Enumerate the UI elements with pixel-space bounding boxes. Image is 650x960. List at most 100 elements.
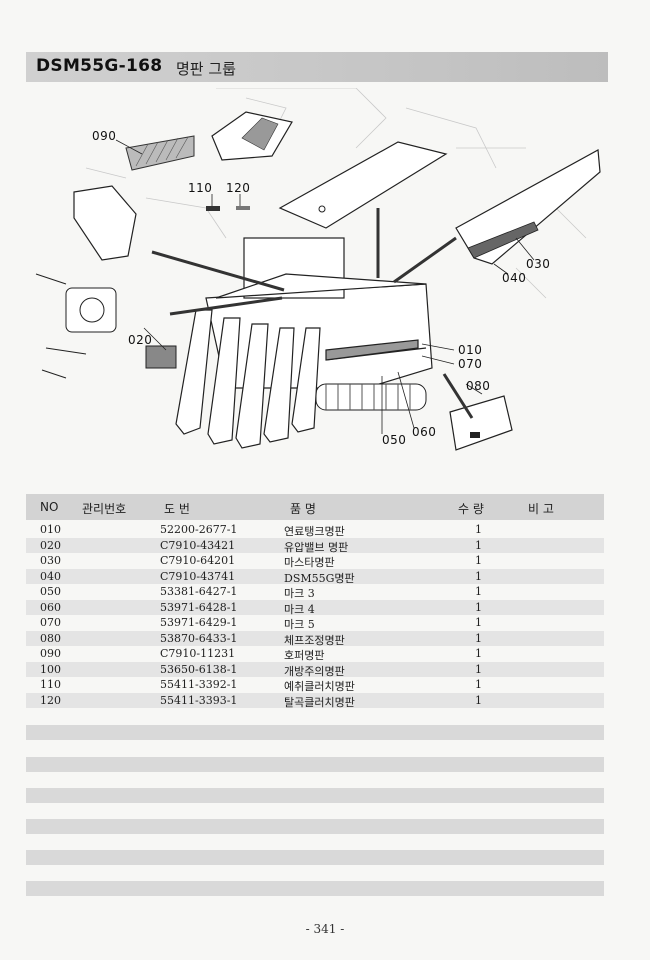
row-part-no: 52200-2677-1 <box>160 523 238 536</box>
table-row: 060 53971-6428-1 마크 4 1 <box>26 599 604 616</box>
table-row: 080 53870-6433-1 체프조정명판 1 <box>26 630 604 647</box>
row-qty: 1 <box>475 647 482 660</box>
table-row: 100 53650-6138-1 개방주의명판 1 <box>26 661 604 678</box>
title-bar: DSM55G-168 명판 그룹 <box>26 52 608 82</box>
table-row: 050 53381-6427-1 마크 3 1 <box>26 584 604 600</box>
callout-110: 110 <box>188 181 212 195</box>
row-no: 080 <box>40 631 61 645</box>
plate-110 <box>206 206 220 211</box>
row-qty: 1 <box>475 585 482 598</box>
empty-row-band <box>26 788 604 803</box>
row-qty: 1 <box>475 662 482 676</box>
callout-090: 090 <box>92 129 116 143</box>
hopper-plate-hatch <box>135 136 189 167</box>
chaff-plate <box>449 395 513 451</box>
row-qty: 1 <box>475 678 482 691</box>
table-row: 110 55411-3392-1 예취클러치명판 1 <box>26 677 604 693</box>
row-no: 020 <box>40 538 61 552</box>
row-part-name: 마크 4 <box>284 602 315 616</box>
master-plate <box>467 221 539 259</box>
table-row: 070 53971-6429-1 마크 5 1 <box>26 615 604 631</box>
header-no: NO <box>40 500 59 514</box>
combine-body <box>205 237 433 389</box>
side-cover <box>73 185 137 261</box>
row-part-no: C7910-64201 <box>160 554 236 567</box>
callout-040: 040 <box>502 271 526 285</box>
page-number: - 341 - <box>305 922 345 936</box>
callout-060: 060 <box>412 425 436 439</box>
row-part-no: 53870-6433-1 <box>160 631 238 645</box>
leader-lines <box>115 139 535 434</box>
title-name: 명판 그룹 <box>176 60 236 78</box>
row-no: 030 <box>40 554 61 567</box>
row-no: 110 <box>40 678 61 691</box>
row-part-no: 53381-6427-1 <box>160 585 238 598</box>
hopper-plate <box>125 135 195 171</box>
empty-row-band <box>26 725 604 740</box>
callout-120: 120 <box>226 181 250 195</box>
row-qty: 1 <box>475 631 482 645</box>
row-part-name: 개방주의명판 <box>284 664 345 678</box>
table-row: 020 C7910-43421 유압밸브 명판 1 <box>26 537 604 554</box>
row-part-name: 마크 5 <box>284 618 315 631</box>
parts-table-body: 010 52200-2677-1 연료탱크명판 1 020 C7910-43421 유압밸브… <box>26 522 604 709</box>
header-part-no: 도 번 <box>164 502 190 516</box>
row-qty: 1 <box>475 538 482 552</box>
crawler-track <box>315 383 427 411</box>
row-no: 040 <box>40 569 61 583</box>
row-part-no: 55411-3393-1 <box>160 693 238 707</box>
plate-120 <box>236 206 250 210</box>
parts-diagram: 090 110 120 030 040 020 010 070 080 060 … <box>35 88 601 451</box>
callout-010: 010 <box>458 343 482 357</box>
table-header: NO 관리번호 도 번 품 명 수 량 비 고 <box>26 494 604 520</box>
row-part-no: C7910-11231 <box>160 647 236 660</box>
reaper-dividers <box>175 309 321 449</box>
row-no: 090 <box>40 647 61 660</box>
row-part-no: 53971-6428-1 <box>160 600 238 614</box>
row-part-name: 마스타명판 <box>284 556 335 569</box>
row-no: 100 <box>40 662 61 676</box>
fuel-cap <box>318 205 326 213</box>
row-part-name: 연료탱크명판 <box>284 525 345 538</box>
row-qty: 1 <box>475 616 482 629</box>
hopper-lid-plate <box>241 117 279 151</box>
row-no: 050 <box>40 585 61 598</box>
title-code: DSM55G-168 <box>36 56 163 76</box>
row-qty: 1 <box>475 569 482 583</box>
row-part-no: 53650-6138-1 <box>160 662 238 676</box>
row-part-name: DSM55G명판 <box>284 571 355 585</box>
empty-row-band <box>26 881 604 896</box>
empty-row-band <box>26 757 604 772</box>
leader-arrows <box>151 208 474 419</box>
row-part-name: 마크 3 <box>284 587 315 600</box>
row-qty: 1 <box>475 523 482 536</box>
table-row: 010 52200-2677-1 연료탱크명판 1 <box>26 522 604 538</box>
row-no: 010 <box>40 523 61 536</box>
row-part-no: 55411-3392-1 <box>160 678 238 691</box>
row-part-no: 53971-6429-1 <box>160 616 238 629</box>
row-part-name: 예취클러치명판 <box>284 680 355 693</box>
callout-030: 030 <box>526 257 550 271</box>
callout-070: 070 <box>458 357 482 371</box>
row-no: 060 <box>40 600 61 614</box>
empty-row-band <box>26 819 604 834</box>
row-part-name: 체프조정명판 <box>284 633 345 647</box>
fuel-tank-cover <box>278 141 448 229</box>
row-qty: 1 <box>475 693 482 707</box>
row-no: 070 <box>40 616 61 629</box>
row-part-no: C7910-43421 <box>160 538 236 552</box>
callout-020: 020 <box>128 333 152 347</box>
chaff-plate-mark <box>470 432 480 438</box>
row-part-name: 유압밸브 명판 <box>284 540 349 554</box>
table-row: 040 C7910-43741 DSM55G명판 1 <box>26 568 604 585</box>
callout-080: 080 <box>466 379 490 393</box>
header-name: 품 명 <box>290 502 316 516</box>
header-remark: 비 고 <box>528 502 554 516</box>
row-part-no: C7910-43741 <box>160 569 236 583</box>
row-qty: 1 <box>475 600 482 614</box>
header-mgmt: 관리번호 <box>82 502 127 516</box>
header-qty: 수 량 <box>458 502 484 516</box>
